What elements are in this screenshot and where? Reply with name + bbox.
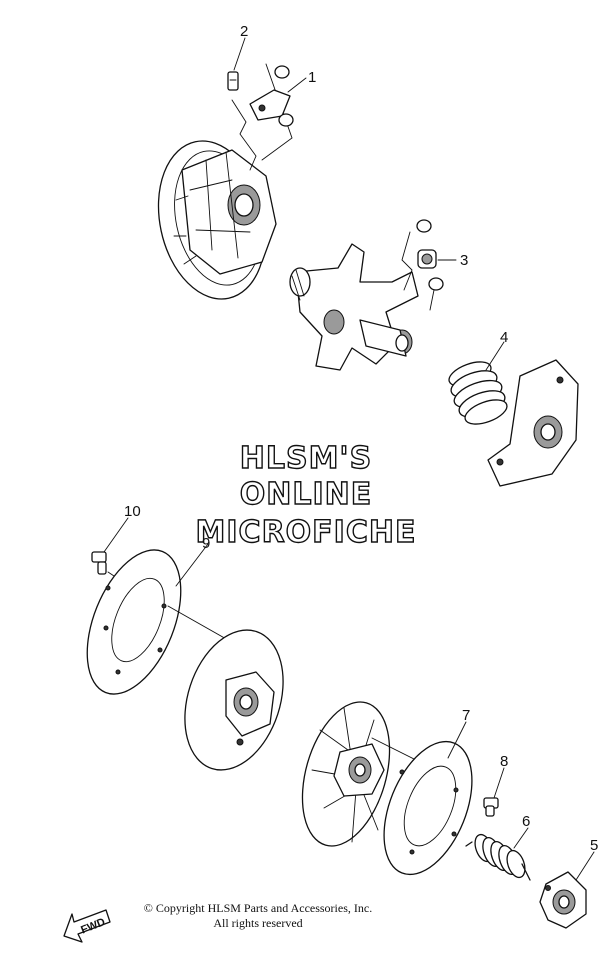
part-10-bolt [91,551,107,575]
watermark-line-2: ONLINE [240,477,373,512]
callout-4: 4 [500,329,508,346]
leader-line-2 [233,37,246,71]
callout-10: 10 [124,503,141,520]
movable-sheave-housing [157,140,277,300]
leader-line-10 [103,517,129,553]
part-4-spring [448,361,508,425]
callout-9: 9 [202,535,210,552]
copyright-line-2: All rights reserved [213,916,302,930]
spider-assembly [289,243,419,371]
driven-pulley [301,701,391,847]
watermark-line-1: HLSM'S [240,441,372,476]
watermark-line-3: MICROFICHE [196,515,417,550]
part-8-bolt [483,797,499,817]
leader-line-1 [287,77,307,93]
part-9-disc [86,549,182,695]
leader-line-9 [175,543,209,587]
leader-line-8 [493,767,505,799]
leader-line-4 [485,341,505,371]
part-2-bolt [227,71,239,91]
part-3-roller [416,219,444,291]
leader-line-6 [513,827,529,849]
fixed-sheave [184,629,284,771]
axis-line-upper [167,605,229,641]
callout-8: 8 [500,753,508,770]
leader-line-5 [575,851,595,881]
callout-1: 1 [308,69,316,86]
callout-7: 7 [462,707,470,724]
forward-direction-arrow: FWD [63,909,111,943]
part-6-spring [465,833,531,881]
spider-cover [487,359,579,487]
callout-3: 3 [460,252,468,269]
leader-line-7 [447,721,467,759]
leader-bracket-1 [231,63,293,171]
part-1-weight [249,65,294,127]
part-5-cap [539,871,587,929]
callout-6: 6 [522,813,530,830]
part-7-disc [383,740,473,876]
callout-2: 2 [240,23,248,40]
copyright-line-1: © Copyright HLSM Parts and Accessories, … [144,901,372,915]
callout-5: 5 [590,837,598,854]
